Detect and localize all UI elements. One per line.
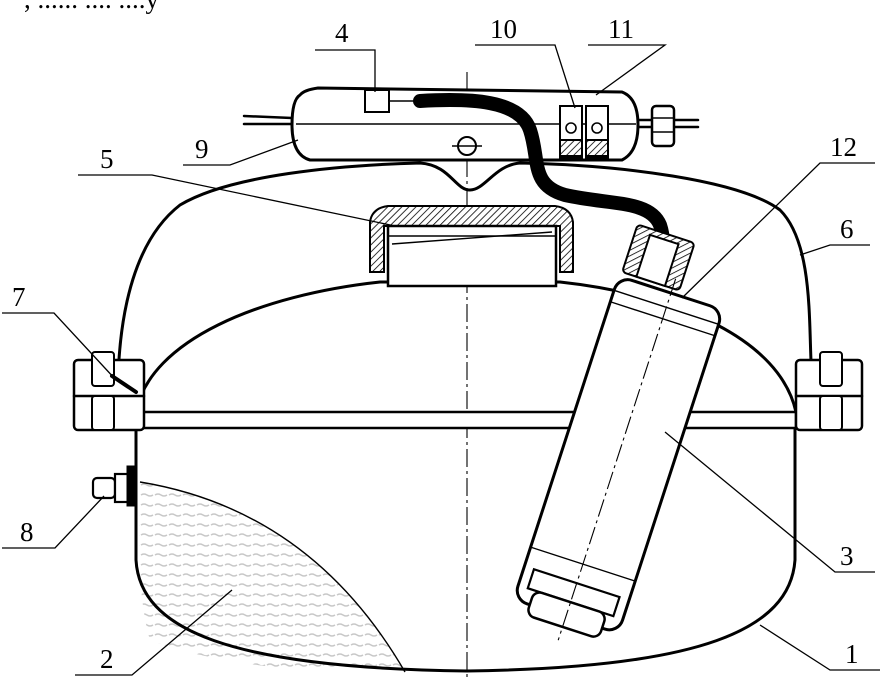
callout-3: 3 [840, 541, 854, 571]
flange-band [134, 410, 798, 430]
drain-plug [91, 465, 137, 507]
cable [413, 93, 670, 265]
callout-1: 1 [845, 639, 859, 669]
callout-7: 7 [12, 282, 26, 312]
right-flange-bolts [794, 351, 864, 432]
callout-5: 5 [100, 144, 114, 174]
callout-10: 10 [490, 14, 517, 44]
cable-gland [622, 224, 695, 291]
terminal-blocks [559, 105, 609, 159]
liquid-boundary [139, 481, 406, 673]
callout-2: 2 [100, 644, 114, 674]
leader-lines [2, 44, 880, 676]
callout-12: 12 [830, 132, 857, 162]
left-flange-bolts [72, 351, 146, 432]
top-port [369, 205, 574, 288]
callout-9: 9 [195, 134, 209, 164]
top-caption: , ...... .... ....y [24, 0, 160, 14]
lower-bowl [134, 426, 797, 673]
callout-labels: 4 10 11 5 9 12 6 7 8 3 2 1 [12, 14, 859, 674]
outer-cover [116, 161, 814, 382]
sensor-cylinder [515, 278, 722, 641]
top-housing [242, 86, 700, 162]
callout-4: 4 [335, 18, 349, 48]
callout-6: 6 [840, 214, 854, 244]
svg-text:, ...... .... ....y: , ...... .... ....y [24, 0, 160, 14]
liquid-region [139, 482, 405, 673]
callout-11: 11 [608, 14, 634, 44]
callout-8: 8 [20, 517, 34, 547]
